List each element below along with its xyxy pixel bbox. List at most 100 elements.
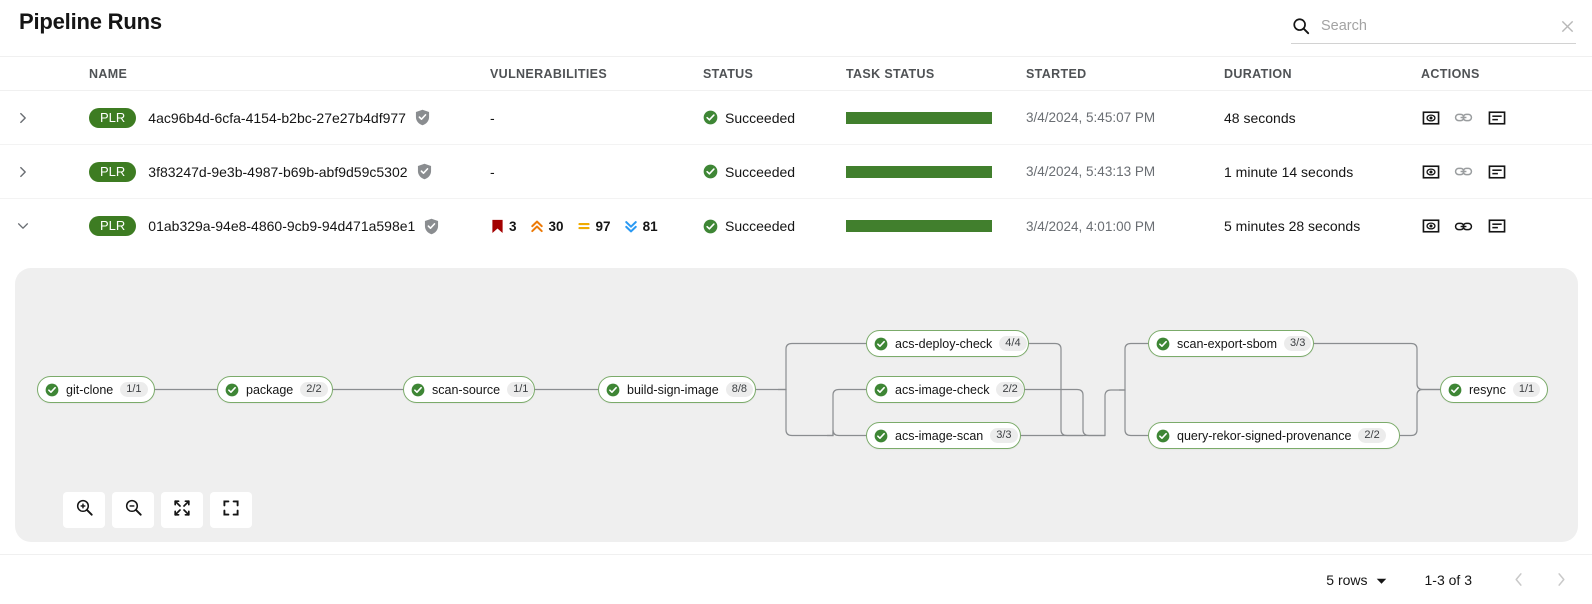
duration-cell: 48 seconds bbox=[1224, 110, 1421, 126]
check-circle-icon bbox=[703, 219, 718, 234]
duration-cell: 5 minutes 28 seconds bbox=[1224, 218, 1421, 234]
view-output-icon[interactable] bbox=[1421, 108, 1440, 127]
fullscreen-corners-icon bbox=[222, 499, 240, 522]
zoom-out-button[interactable] bbox=[112, 492, 154, 528]
pagination-range: 1-3 of 3 bbox=[1424, 571, 1472, 588]
fit-to-screen-button[interactable] bbox=[161, 492, 203, 528]
started-timestamp: 3/4/2024, 4:01:00 PM bbox=[1026, 218, 1156, 234]
table-row[interactable]: PLR 4ac96b4d-6cfa-4154-b2bc-27e27b4df977… bbox=[0, 91, 1592, 145]
vuln-critical-count: 3 bbox=[509, 218, 517, 234]
run-name-cell[interactable]: PLR 4ac96b4d-6cfa-4154-b2bc-27e27b4df977 bbox=[45, 107, 490, 128]
task-status-cell bbox=[846, 220, 1026, 232]
pipeline-node-resync[interactable]: resync 1/1 bbox=[1440, 376, 1548, 403]
run-name-cell[interactable]: PLR 01ab329a-94e8-4860-9cb9-94d471a598e1 bbox=[45, 216, 490, 236]
page-title: Pipeline Runs bbox=[19, 9, 162, 34]
pipeline-node-acs-image-scan[interactable]: acs-image-scan 3/3 bbox=[866, 422, 1021, 449]
logs-icon[interactable] bbox=[1487, 162, 1506, 181]
column-header-vulnerabilities[interactable]: VULNERABILITIES bbox=[490, 66, 608, 81]
row-expand-toggle[interactable] bbox=[0, 110, 45, 126]
pipeline-node-scan-source[interactable]: scan-source 1/1 bbox=[403, 376, 535, 403]
check-circle-icon bbox=[1156, 429, 1170, 443]
link-icon[interactable] bbox=[1454, 217, 1473, 236]
search-icon bbox=[1291, 16, 1311, 36]
link-icon[interactable] bbox=[1454, 162, 1473, 181]
severity-important-icon bbox=[530, 219, 545, 234]
run-name-cell[interactable]: PLR 3f83247d-9e3b-4987-b69b-abf9d59c5302 bbox=[45, 161, 490, 182]
previous-page-button[interactable] bbox=[1512, 572, 1526, 588]
link-icon[interactable] bbox=[1454, 108, 1473, 127]
task-progress-bar bbox=[846, 220, 992, 232]
column-header-duration[interactable]: DURATION bbox=[1224, 66, 1292, 81]
chevron-right-icon bbox=[15, 164, 31, 180]
row-expand-toggle[interactable] bbox=[0, 164, 45, 180]
graph-zoom-controls bbox=[63, 492, 252, 528]
table-pagination: 5 rows 1-3 of 3 bbox=[0, 554, 1592, 604]
duration-value: 1 minute 14 seconds bbox=[1224, 163, 1354, 180]
shield-check-icon bbox=[417, 163, 432, 180]
shield-check-icon bbox=[424, 218, 439, 235]
node-label: acs-image-check bbox=[895, 382, 990, 397]
view-output-icon[interactable] bbox=[1421, 217, 1440, 236]
column-header-name[interactable]: NAME bbox=[89, 66, 128, 81]
search-bar[interactable] bbox=[1291, 9, 1576, 44]
vuln-moderate: 97 bbox=[577, 219, 611, 234]
severity-low-icon bbox=[624, 219, 639, 234]
logs-icon[interactable] bbox=[1487, 217, 1506, 236]
row-expand-toggle[interactable] bbox=[0, 218, 45, 234]
node-label: resync bbox=[1469, 382, 1506, 397]
vulnerabilities-value: - bbox=[490, 163, 495, 180]
table-row[interactable]: PLR 3f83247d-9e3b-4987-b69b-abf9d59c5302… bbox=[0, 145, 1592, 199]
pipeline-runs-table: NAME VULNERABILITIES STATUS TASK STATUS … bbox=[0, 56, 1592, 253]
task-status-cell bbox=[846, 165, 1026, 178]
duration-value: 5 minutes 28 seconds bbox=[1224, 218, 1361, 234]
status-text: Succeeded bbox=[725, 218, 796, 234]
node-task-count: 8/8 bbox=[725, 382, 754, 397]
pipeline-node-acs-image-check[interactable]: acs-image-check 2/2 bbox=[866, 376, 1025, 403]
pipeline-node-package[interactable]: package 2/2 bbox=[217, 376, 333, 403]
pipeline-node-build-sign-image[interactable]: build-sign-image 8/8 bbox=[598, 376, 756, 403]
node-label: git-clone bbox=[66, 382, 114, 397]
started-cell: 3/4/2024, 5:45:07 PM bbox=[1026, 110, 1224, 125]
pipeline-node-query-rekor-signed-provenance[interactable]: query-rekor-signed-provenance 2/2 bbox=[1148, 422, 1400, 449]
node-task-count: 2/2 bbox=[300, 382, 328, 397]
caret-down-icon bbox=[1376, 572, 1387, 588]
expand-arrows-icon bbox=[173, 499, 191, 522]
pipeline-node-git-clone[interactable]: git-clone 1/1 bbox=[37, 376, 155, 403]
node-task-count: 3/3 bbox=[990, 428, 1018, 443]
zoom-in-button[interactable] bbox=[63, 492, 105, 528]
chevron-right-icon bbox=[15, 110, 31, 126]
node-label: acs-deploy-check bbox=[895, 336, 993, 351]
column-header-status[interactable]: STATUS bbox=[703, 66, 754, 81]
view-output-icon[interactable] bbox=[1421, 162, 1440, 181]
close-icon[interactable] bbox=[1558, 17, 1576, 35]
pipeline-graph-panel[interactable]: git-clone 1/1 package 2/2 scan-source 1/… bbox=[15, 268, 1578, 542]
node-task-count: 1/1 bbox=[1512, 382, 1541, 397]
pipeline-node-scan-export-sbom[interactable]: scan-export-sbom 3/3 bbox=[1148, 330, 1314, 357]
next-page-button[interactable] bbox=[1554, 572, 1568, 588]
status-cell: Succeeded bbox=[703, 218, 846, 234]
task-progress-fill bbox=[846, 111, 992, 124]
node-label: scan-export-sbom bbox=[1177, 336, 1278, 351]
column-header-task-status[interactable]: TASK STATUS bbox=[846, 66, 935, 81]
run-name-link[interactable]: 3f83247d-9e3b-4987-b69b-abf9d59c5302 bbox=[148, 163, 408, 180]
rows-per-page-select[interactable]: 5 rows bbox=[1326, 572, 1386, 588]
logs-icon[interactable] bbox=[1487, 108, 1506, 127]
table-row[interactable]: PLR 01ab329a-94e8-4860-9cb9-94d471a598e1… bbox=[0, 199, 1592, 253]
check-circle-icon bbox=[703, 110, 718, 125]
task-progress-bar bbox=[846, 165, 992, 178]
chevron-down-icon bbox=[15, 218, 31, 234]
page-header: Pipeline Runs bbox=[0, 0, 1592, 56]
reset-view-button[interactable] bbox=[210, 492, 252, 528]
node-label: query-rekor-signed-provenance bbox=[1177, 428, 1352, 443]
run-name-link[interactable]: 01ab329a-94e8-4860-9cb9-94d471a598e1 bbox=[148, 218, 416, 234]
vuln-important-count: 30 bbox=[548, 218, 564, 234]
vulnerabilities-cell: - bbox=[490, 164, 703, 180]
run-name-link[interactable]: 4ac96b4d-6cfa-4154-b2bc-27e27b4df977 bbox=[148, 109, 406, 126]
pipeline-graph-edges bbox=[155, 342, 1440, 437]
column-header-started[interactable]: STARTED bbox=[1026, 66, 1087, 81]
pipeline-node-acs-deploy-check[interactable]: acs-deploy-check 4/4 bbox=[866, 330, 1029, 357]
vulnerabilities-cell: - bbox=[490, 110, 703, 126]
task-progress-bar bbox=[846, 111, 992, 124]
node-task-count: 1/1 bbox=[507, 382, 535, 397]
search-input[interactable] bbox=[1321, 18, 1558, 34]
